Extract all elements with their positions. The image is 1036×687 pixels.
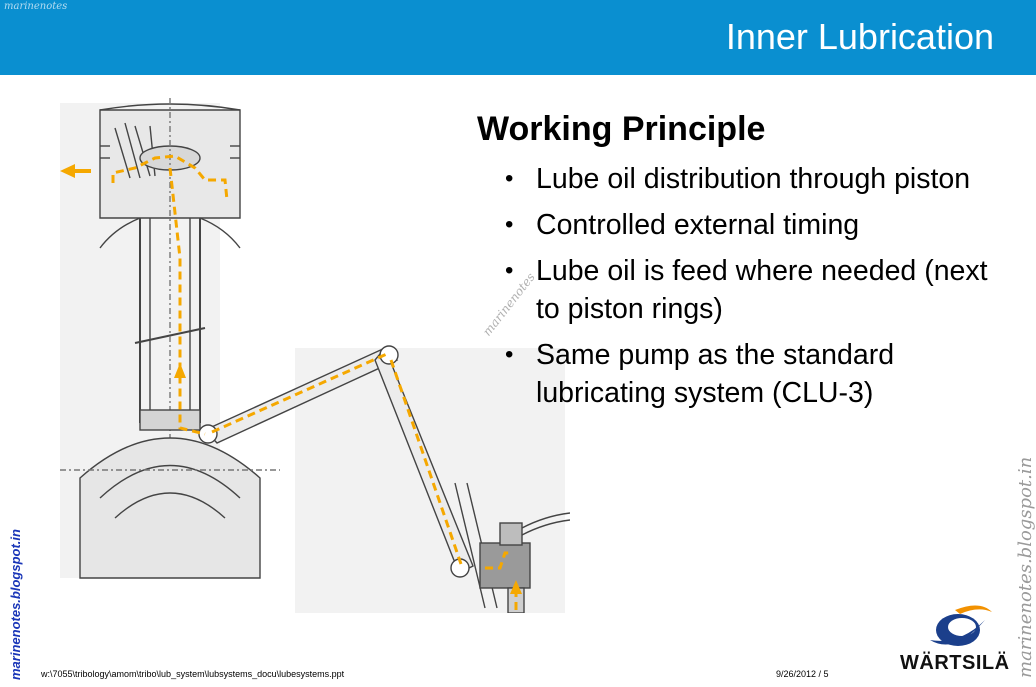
slide-title: Inner Lubrication [725,16,994,57]
logo-text: WÄRTSILÄ [900,652,1010,674]
watermark-left: marinenotes.blogspot.in [8,529,23,680]
wartsila-logo: WÄRTSILÄ [900,600,1010,680]
piston-lubrication-diagram-icon [60,98,570,613]
bullet-list: Lube oil distribution through piston Con… [505,160,1005,420]
content-heading: Working Principle [477,110,766,148]
wartsila-logo-icon [930,605,992,646]
bullet-item: Controlled external timing [505,206,1005,244]
footer-date-page: 9/26/2012 / 5 [776,669,829,679]
bullet-item: Lube oil distribution through piston [505,160,1005,198]
bullet-item: Same pump as the standard lubricating sy… [505,336,1005,412]
watermark-top: marinenotes [4,1,68,12]
watermark-right: marinenotes.blogspot.in [1015,456,1036,678]
bullet-item: Lube oil is feed where needed (next to p… [505,252,1005,328]
slide-header: marinenotes Inner Lubrication [0,0,1036,75]
footer-file-path: w:\7055\tribology\amom\tribo\lub_system\… [41,669,345,679]
